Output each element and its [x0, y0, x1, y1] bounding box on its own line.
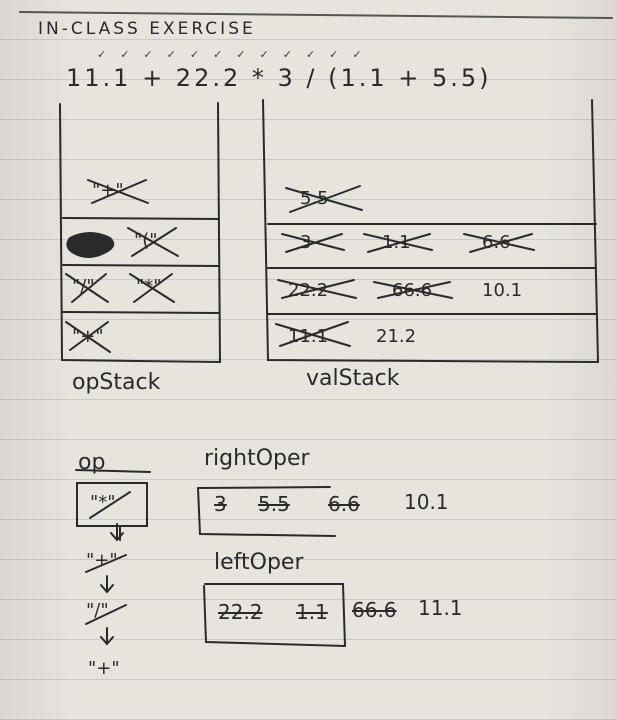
valstack-item: 22.2: [288, 280, 329, 301]
expression: 11.1 + 22.2 * 3 / (1.1 + 5.5): [66, 64, 492, 92]
opstack-item: "/": [72, 276, 95, 297]
left-oper-value: 66.6: [352, 598, 397, 622]
op-current: "*": [90, 492, 116, 513]
right-oper-value: 5.5: [258, 492, 290, 516]
valstack-item: 21.2: [376, 326, 417, 347]
valstack-item: 1.1: [382, 232, 411, 253]
op-sequence-item: "/": [86, 600, 109, 621]
opstack-label: opStack: [72, 370, 161, 395]
left-oper-label: leftOper: [214, 550, 304, 575]
op-sequence-item: "+": [88, 658, 120, 679]
opstack-item: "(": [134, 230, 158, 251]
op-box: [76, 482, 148, 527]
exercise-title: IN-CLASS EXERCISE: [38, 19, 256, 39]
left-oper-value: 22.2: [218, 600, 263, 624]
valstack-item: 66.6: [392, 280, 433, 301]
check-marks: ✓✓✓✓✓✓✓✓✓✓✓✓: [97, 48, 376, 61]
valstack-box: [262, 99, 600, 364]
valstack-item: 10.1: [482, 280, 523, 301]
right-oper-value: 3: [214, 492, 227, 516]
right-oper-box: [197, 487, 336, 537]
opstack-item: "+": [92, 180, 124, 201]
valstack-label: valStack: [306, 366, 400, 391]
op-sequence-item: "+": [86, 550, 118, 571]
left-oper-box: [203, 583, 347, 648]
left-oper-value: 1.1: [296, 600, 328, 624]
op-label: op: [78, 450, 106, 475]
valstack-item: 6.6: [482, 232, 511, 253]
opstack-item: "*": [136, 276, 162, 297]
right-oper-label: rightOper: [204, 446, 310, 471]
opstack-item: "+": [72, 326, 104, 347]
valstack-item: 5.5: [300, 188, 329, 209]
opstack-box: [59, 102, 222, 364]
right-oper-value: 10.1: [404, 490, 449, 514]
valstack-item: 11.1: [288, 326, 329, 347]
valstack-item: 3: [300, 232, 312, 253]
left-oper-value: 11.1: [418, 596, 463, 620]
right-oper-value: 6.6: [328, 492, 360, 516]
